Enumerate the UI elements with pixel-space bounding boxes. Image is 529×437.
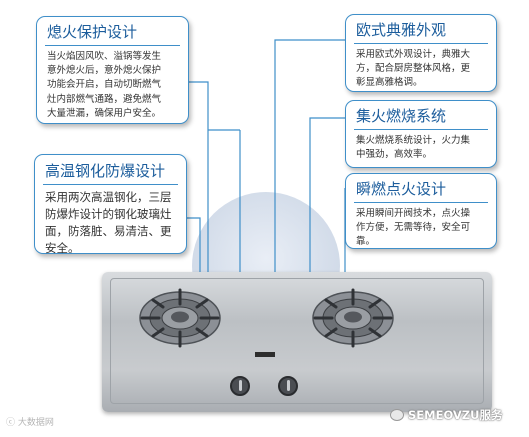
feature-description: 集火燃烧系统设计，火力集 中强劲，高效率。 [356, 134, 488, 162]
feature-description: 采用瞬间开阀技术，点火操 作方便，无需等待，安全可 靠。 [356, 207, 488, 250]
description-line: 防爆炸设计的钢化玻璃灶 [45, 207, 172, 221]
feature-description: 采用欧式外观设计，典雅大 方，配合厨房整体风格，更 彰显高雅格调。 [356, 48, 488, 91]
watermark-text: SEMEOVZU服务 [408, 408, 503, 422]
feature-title: 瞬燃点火设计 [356, 180, 447, 198]
description-line: 意外熄火后，意外熄火保护 [47, 65, 162, 77]
feature-description: 当火焰因风吹、溢锅等发生 意外熄火后，意外熄火保护 功能会开启，自动切断燃气 灶… [47, 50, 180, 121]
right-burner-icon [312, 288, 394, 348]
feature-card-ignite: 瞬燃点火设计 采用瞬间开阀技术，点火操 作方便，无需等待，安全可 靠。 [345, 173, 497, 249]
description-line: 集火燃烧系统设计，火力集 [356, 135, 471, 146]
feature-card-style: 欧式典雅外观 采用欧式外观设计，典雅大 方，配合厨房整体风格，更 彰显高雅格调。 [345, 14, 497, 92]
description-line: 采用欧式外观设计，典雅大 [356, 49, 471, 60]
divider [354, 43, 488, 44]
feature-title: 熄火保护设计 [47, 23, 138, 41]
description-line: 中强劲，高效率。 [356, 149, 433, 161]
description-line: 灶内部燃气通路，避免燃气 [47, 93, 162, 105]
description-line: 大量泄漏，确保用户安全。 [47, 107, 162, 119]
description-line: 采用瞬间开阀技术，点火操 [356, 208, 471, 219]
description-line: 功能会开启，自动切断燃气 [47, 79, 162, 91]
description-line: 方，配合厨房整体风格，更 [356, 63, 471, 75]
left-burner-icon [139, 288, 221, 348]
feature-card-focus: 集火燃烧系统 集火燃烧系统设计，火力集 中强劲，高效率。 [345, 100, 497, 168]
feature-title: 高温钢化防爆设计 [45, 162, 166, 180]
brand-logo-plate [255, 352, 275, 357]
watermark-right: SEMEOVZU服务 [390, 406, 502, 424]
divider [43, 184, 178, 185]
knob-icon[interactable] [230, 376, 250, 396]
feature-card-glass: 高温钢化防爆设计 采用两次高温钢化，三层 防爆炸设计的钢化玻璃灶 面，防落脏、易… [34, 154, 187, 257]
feature-title: 欧式典雅外观 [356, 21, 447, 39]
feature-description: 采用两次高温钢化，三层 防爆炸设计的钢化玻璃灶 面，防落脏、易清洁、更 安全。 [45, 189, 178, 257]
description-line: 靠。 [356, 236, 376, 248]
feature-title: 集火燃烧系统 [356, 107, 447, 125]
divider [45, 45, 180, 46]
divider [354, 202, 488, 203]
divider [354, 129, 488, 130]
feature-card-flameout: 熄火保护设计 当火焰因风吹、溢锅等发生 意外熄火后，意外熄火保护 功能会开启，自… [36, 16, 189, 124]
description-line: 采用两次高温钢化，三层 [45, 190, 172, 204]
description-line: 当火焰因风吹、溢锅等发生 [47, 51, 162, 62]
watermark-left: ⓒ 大数据网 [6, 418, 54, 428]
description-line: 作方便，无需等待，安全可 [356, 222, 471, 234]
wechat-icon [390, 409, 404, 421]
description-line: 安全。 [45, 241, 80, 255]
glass-panel [110, 278, 484, 404]
description-line: 彰显高雅格调。 [356, 77, 423, 89]
description-line: 面，防落脏、易清洁、更 [45, 224, 172, 238]
knob-icon[interactable] [278, 376, 298, 396]
